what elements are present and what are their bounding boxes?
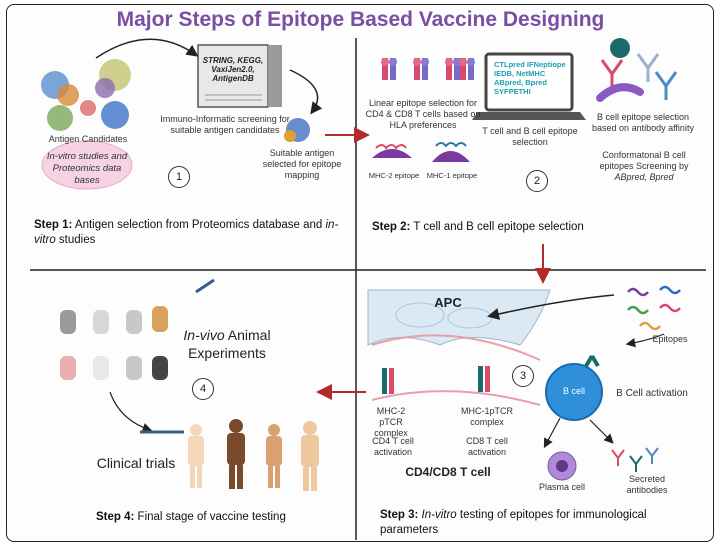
epitope-strands bbox=[627, 285, 681, 331]
arrow-candidates-to-computer bbox=[95, 38, 199, 59]
invivo-italic: In-vivo bbox=[183, 327, 225, 343]
invitro-text: In-vitro studies and Proteomics data bas… bbox=[46, 151, 128, 186]
mice-grid bbox=[60, 306, 168, 380]
arrow-epitopes bbox=[625, 333, 665, 348]
step4-label: Step 4: Final stage of vaccine testing bbox=[96, 510, 336, 525]
step4-number: 4 bbox=[192, 378, 214, 400]
laptop-screen-tools: CTLpred IFNeptiope IEDB, NetMHC ABpred, … bbox=[494, 60, 566, 96]
step3-number: 3 bbox=[512, 365, 534, 387]
conformational-tools: ABpred, Bpred bbox=[614, 172, 674, 182]
epitopes-label: Epitopes bbox=[652, 334, 688, 344]
step1-text: Antigen selection from Proteomics databa… bbox=[72, 219, 326, 231]
laptop-icon bbox=[472, 52, 586, 120]
plasma-cell-label: Plasma cell bbox=[538, 482, 585, 492]
tcr-complex-left bbox=[382, 368, 394, 394]
secreted-antibody-icons bbox=[611, 447, 659, 472]
step3-label: Step 3: In-vitro testing of epitopes for… bbox=[380, 508, 700, 538]
invitro-cloud bbox=[41, 140, 133, 190]
mhc1-ptcr-label: MHC-1pTCR complex bbox=[460, 406, 513, 427]
invivo-text: Animal Experiments bbox=[188, 327, 271, 361]
arrow-to-apc bbox=[487, 294, 615, 320]
invivo-label: In-vivo Animal Experiments bbox=[172, 326, 282, 362]
diagram-frame bbox=[6, 4, 714, 542]
antigen-candidates-label: Antigen Candidates bbox=[48, 134, 128, 144]
arrow-to-clinical bbox=[109, 391, 153, 433]
mhc2-epitope-shape bbox=[372, 144, 412, 158]
mhc1-epitope-label: MHC-1 epitope bbox=[426, 171, 478, 180]
step2-bold: Step 2: bbox=[372, 221, 411, 233]
bcell-epitope-label: B cell epitope selection based on antibo… bbox=[592, 112, 694, 133]
immunoinformatic-label: Immuno-Informatic screening for suitable… bbox=[160, 114, 290, 135]
linear-epitope-label: Linear epitope selection for CD4 & CD8 T… bbox=[365, 98, 481, 130]
bcell-label: B cell bbox=[562, 386, 585, 396]
arrow-to-antibodies bbox=[589, 419, 614, 444]
step1-number: 1 bbox=[168, 166, 190, 188]
step3-text: testing of epitopes for immunological pa… bbox=[380, 509, 647, 536]
membrane-bottom bbox=[371, 390, 541, 406]
invitro-proteomics-label: In-vitro studies and Proteomics data bas… bbox=[45, 151, 129, 187]
computer-tower-icon bbox=[197, 44, 282, 108]
conformational-label: Conformatonal B cell epitopes Screening … bbox=[599, 150, 689, 171]
secreted-antibodies-label: Secreted antibodies bbox=[626, 474, 668, 495]
membrane-top bbox=[371, 334, 541, 361]
bcell-activation-label: B Cell activation bbox=[616, 388, 688, 399]
step2-number: 2 bbox=[526, 170, 548, 192]
step1-label: Step 1: Antigen selection from Proteomic… bbox=[34, 218, 352, 248]
arrow-computer-to-antigen bbox=[289, 69, 323, 115]
apc-label: APC bbox=[434, 295, 462, 310]
antibody-icons bbox=[596, 38, 678, 102]
suitable-antigen-label: Suitable antigen selected for epitope ma… bbox=[262, 148, 342, 180]
tb-epitope-label: T cell and B cell epitope selection bbox=[482, 126, 578, 147]
step1-text-end: studies bbox=[55, 234, 96, 246]
cd4cd8-label: CD4/CD8 T cell bbox=[405, 465, 491, 479]
step3-italic: In-vitro bbox=[418, 509, 457, 521]
step4-bold: Step 4: bbox=[96, 511, 135, 523]
antigen-protein-icons bbox=[41, 59, 131, 131]
diagram-title: Major Steps of Epitope Based Vaccine Des… bbox=[116, 8, 605, 31]
screening-tools-label: STRING, KEGG, VaxiJen2.0, AntigenDB bbox=[202, 56, 264, 83]
cd4-activation-label: CD4 T cell activation bbox=[372, 436, 414, 457]
suitable-antigen-icon bbox=[284, 118, 310, 142]
mhc1-epitope-shape bbox=[432, 142, 470, 162]
mhc2-epitope-label: MHC-2 epitope bbox=[368, 171, 420, 180]
hla-receptor-icons bbox=[381, 58, 475, 80]
step3-bold: Step 3: bbox=[380, 509, 419, 521]
step4-text: Final stage of vaccine testing bbox=[134, 511, 286, 523]
step1-italic: in-vitro bbox=[34, 219, 339, 246]
clinical-trials-label: Clinical trials bbox=[96, 455, 176, 471]
mhc2-ptcr-label: MHC-2 pTCR complex bbox=[374, 406, 408, 438]
cd8-activation-label: CD8 T cell activation bbox=[466, 436, 508, 457]
step2-text: T cell and B cell epitope selection bbox=[410, 221, 584, 233]
step2-label: Step 2: T cell and B cell epitope select… bbox=[372, 220, 702, 235]
tcr-complex-right bbox=[478, 366, 490, 392]
human-figures bbox=[188, 419, 319, 491]
b-cell-circle bbox=[545, 363, 603, 421]
b-cell-receptor bbox=[584, 354, 600, 368]
step1-bold: Step 1: bbox=[34, 219, 73, 231]
syringe-top-icon bbox=[195, 278, 215, 294]
arrow-to-plasma bbox=[543, 417, 561, 449]
